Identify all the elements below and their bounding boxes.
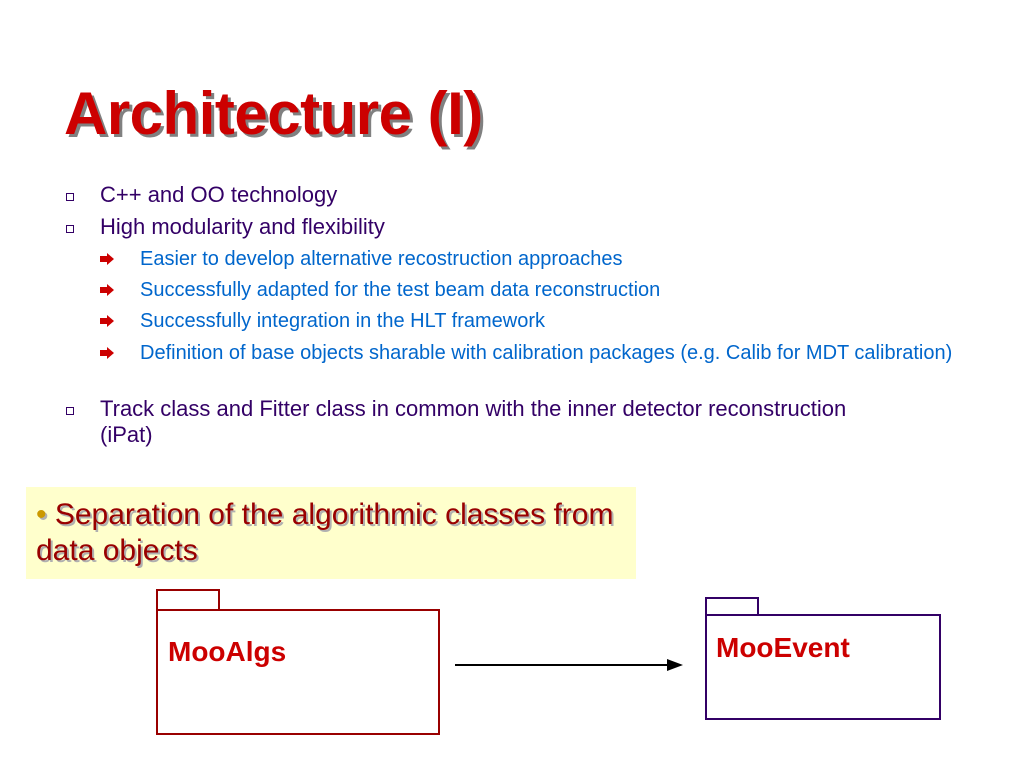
dependency-arrow-icon [455,659,683,671]
arrow-bullet-icon [100,253,114,265]
sub-bullet-text: Successfully integration in the HLT fram… [140,310,545,332]
square-bullet-icon [66,407,74,415]
package-mooevent [705,614,941,720]
sub-bullet-text: Easier to develop alternative recostruct… [140,248,623,270]
package-tab-mooalgs [156,589,220,611]
package-tab-mooevent [705,597,759,616]
arrow-bullet-icon [100,347,114,359]
arrow-bullet-icon [100,284,114,296]
bullet-text: Track class and Fitter class in common w… [100,396,847,447]
callout-box: • Separation of the algorithmic classes … [26,487,636,579]
square-bullet-icon [66,225,74,233]
sub-bullet-text: Definition of base objects sharable with… [140,342,953,364]
sub-bullet-text: Successfully adapted for the test beam d… [140,279,661,301]
package-mooalgs [156,609,440,735]
bullet-text: C++ and OO technology [100,182,338,207]
bullet-text: High modularity and flexibility [100,214,385,239]
slide-title: Architecture (I) [64,80,483,147]
callout-text: • Separation of the algorithmic classes … [36,497,636,569]
arrow-bullet-icon [100,315,114,327]
package-label-mooevent: MooEvent [716,632,850,663]
callout-statement: Separation of the algorithmic classes fr… [36,498,614,567]
callout-bullet: • [36,498,47,531]
square-bullet-icon [66,193,74,201]
package-label-mooalgs: MooAlgs [168,636,287,667]
